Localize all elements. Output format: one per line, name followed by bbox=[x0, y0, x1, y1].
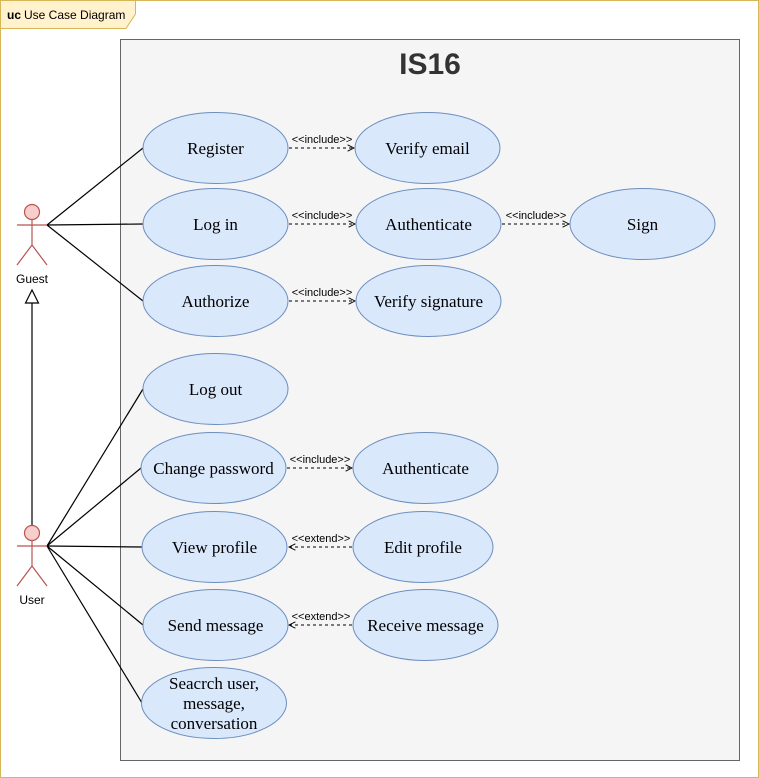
use-case-register[interactable]: Register bbox=[142, 112, 289, 184]
use-case-label-line: Seacrch user, bbox=[169, 674, 259, 693]
include-label-4: <<include>> bbox=[292, 287, 353, 299]
use-case-log-in-label: Log in bbox=[193, 215, 238, 234]
use-case-label-line: Register bbox=[187, 139, 244, 158]
frame-tab bbox=[0, 0, 136, 29]
use-case-authorize-label: Authorize bbox=[182, 292, 250, 311]
use-case-verify-signature-shape bbox=[355, 265, 502, 337]
use-case-verify-email[interactable]: Verify email bbox=[354, 112, 501, 184]
use-case-verify-email-shape bbox=[354, 112, 501, 184]
association-user-send-message bbox=[46, 545, 144, 626]
use-case-label-line: Verify signature bbox=[374, 292, 483, 311]
use-case-log-in[interactable]: Log in bbox=[142, 188, 289, 260]
use-case-label-line: Change password bbox=[153, 459, 274, 478]
use-case-label-line: Authenticate bbox=[385, 215, 472, 234]
use-case-receive-message[interactable]: Receive message bbox=[352, 589, 499, 661]
use-case-label-line: Verify email bbox=[385, 139, 470, 158]
association-guest-authorize bbox=[46, 224, 144, 302]
actor-user-legs bbox=[16, 565, 48, 587]
actor-user-label: User bbox=[19, 593, 44, 607]
use-case-send-message-label: Send message bbox=[168, 616, 264, 635]
use-case-label-line: View profile bbox=[172, 538, 257, 557]
include-label-1: <<include>> bbox=[292, 134, 353, 146]
use-case-authenticate-login-shape bbox=[355, 188, 502, 260]
extend-label-1: <<extend>> bbox=[292, 533, 351, 545]
association-user-view-profile bbox=[46, 545, 143, 548]
use-case-register-label: Register bbox=[187, 139, 244, 158]
use-case-label-line: Send message bbox=[168, 616, 264, 635]
include-label-3: <<include>> bbox=[506, 210, 567, 222]
use-case-edit-profile-label: Edit profile bbox=[384, 538, 462, 557]
actor-guest[interactable]: Guest bbox=[16, 203, 49, 287]
use-case-edit-profile-shape bbox=[352, 511, 494, 583]
use-case-view-profile-label: View profile bbox=[172, 538, 257, 557]
use-case-edit-profile[interactable]: Edit profile bbox=[352, 511, 494, 583]
use-case-search[interactable]: Seacrch user,message,conversation bbox=[141, 667, 287, 739]
use-case-log-out-shape bbox=[142, 353, 289, 425]
use-case-label-line: Receive message bbox=[367, 616, 484, 635]
use-case-authenticate-login[interactable]: Authenticate bbox=[355, 188, 502, 260]
use-case-label-line: message, bbox=[183, 694, 245, 713]
use-case-authenticate-password[interactable]: Authenticate bbox=[352, 432, 499, 504]
use-case-send-message[interactable]: Send message bbox=[142, 589, 289, 661]
use-case-label-line: Authorize bbox=[182, 292, 250, 311]
guest-associations bbox=[46, 147, 144, 302]
use-case-verify-email-label: Verify email bbox=[385, 139, 470, 158]
use-case-receive-message-label: Receive message bbox=[367, 616, 484, 635]
use-case-search-label: Seacrch user,message,conversation bbox=[169, 674, 259, 733]
use-case-verify-signature-label: Verify signature bbox=[374, 292, 483, 311]
use-case-label-line: Log out bbox=[189, 380, 243, 399]
actor-guest-label: Guest bbox=[16, 272, 49, 286]
use-case-search-shape bbox=[141, 667, 287, 739]
use-case-change-password-shape bbox=[140, 432, 287, 504]
frame-title: Use Case Diagram bbox=[24, 8, 125, 22]
use-case-authenticate-login-label: Authenticate bbox=[385, 215, 472, 234]
use-case-label-line: Log in bbox=[193, 215, 238, 234]
use-case-change-password[interactable]: Change password bbox=[140, 432, 287, 504]
use-case-label-line: Authenticate bbox=[382, 459, 469, 478]
actor-guest-head bbox=[23, 203, 41, 221]
association-guest-register bbox=[46, 147, 144, 226]
use-case-view-profile-shape bbox=[141, 511, 288, 583]
include-label-2: <<include>> bbox=[292, 210, 353, 222]
system-name: IS16 bbox=[399, 48, 461, 81]
use-case-log-in-shape bbox=[142, 188, 289, 260]
use-case-change-password-label: Change password bbox=[153, 459, 274, 478]
use-case-verify-signature[interactable]: Verify signature bbox=[355, 265, 502, 337]
use-case-view-profile[interactable]: View profile bbox=[141, 511, 288, 583]
user-associations bbox=[46, 388, 144, 704]
actor-user-head bbox=[23, 524, 41, 542]
use-case-log-out[interactable]: Log out bbox=[142, 353, 289, 425]
use-case-sign[interactable]: Sign bbox=[569, 188, 716, 260]
association-user-search bbox=[46, 545, 143, 704]
association-user-change-password bbox=[46, 467, 142, 547]
use-case-log-out-label: Log out bbox=[189, 380, 243, 399]
actor-guest-legs bbox=[16, 244, 48, 266]
frame-keyword: uc bbox=[7, 8, 21, 22]
extend-label-2: <<extend>> bbox=[292, 611, 351, 623]
relations bbox=[287, 148, 569, 625]
association-guest-log-in bbox=[46, 223, 144, 226]
use-case-authenticate-password-label: Authenticate bbox=[382, 459, 469, 478]
use-case-sign-shape bbox=[569, 188, 716, 260]
use-case-authorize[interactable]: Authorize bbox=[142, 265, 289, 337]
use-case-register-shape bbox=[142, 112, 289, 184]
association-user-log-out bbox=[46, 388, 144, 547]
use-case-receive-message-shape bbox=[352, 589, 499, 661]
use-case-label-line: conversation bbox=[171, 714, 258, 733]
actor-user[interactable]: User bbox=[16, 524, 48, 608]
use-case-label-line: Edit profile bbox=[384, 538, 462, 557]
use-cases: Register Verify email Log in Authenticat… bbox=[140, 112, 716, 739]
use-case-send-message-shape bbox=[142, 589, 289, 661]
use-case-authorize-shape bbox=[142, 265, 289, 337]
generalization-arrowhead bbox=[24, 288, 40, 304]
use-case-sign-label: Sign bbox=[627, 215, 659, 234]
use-case-label-line: Sign bbox=[627, 215, 659, 234]
include-label-5: <<include>> bbox=[290, 454, 351, 466]
use-case-authenticate-password-shape bbox=[352, 432, 499, 504]
